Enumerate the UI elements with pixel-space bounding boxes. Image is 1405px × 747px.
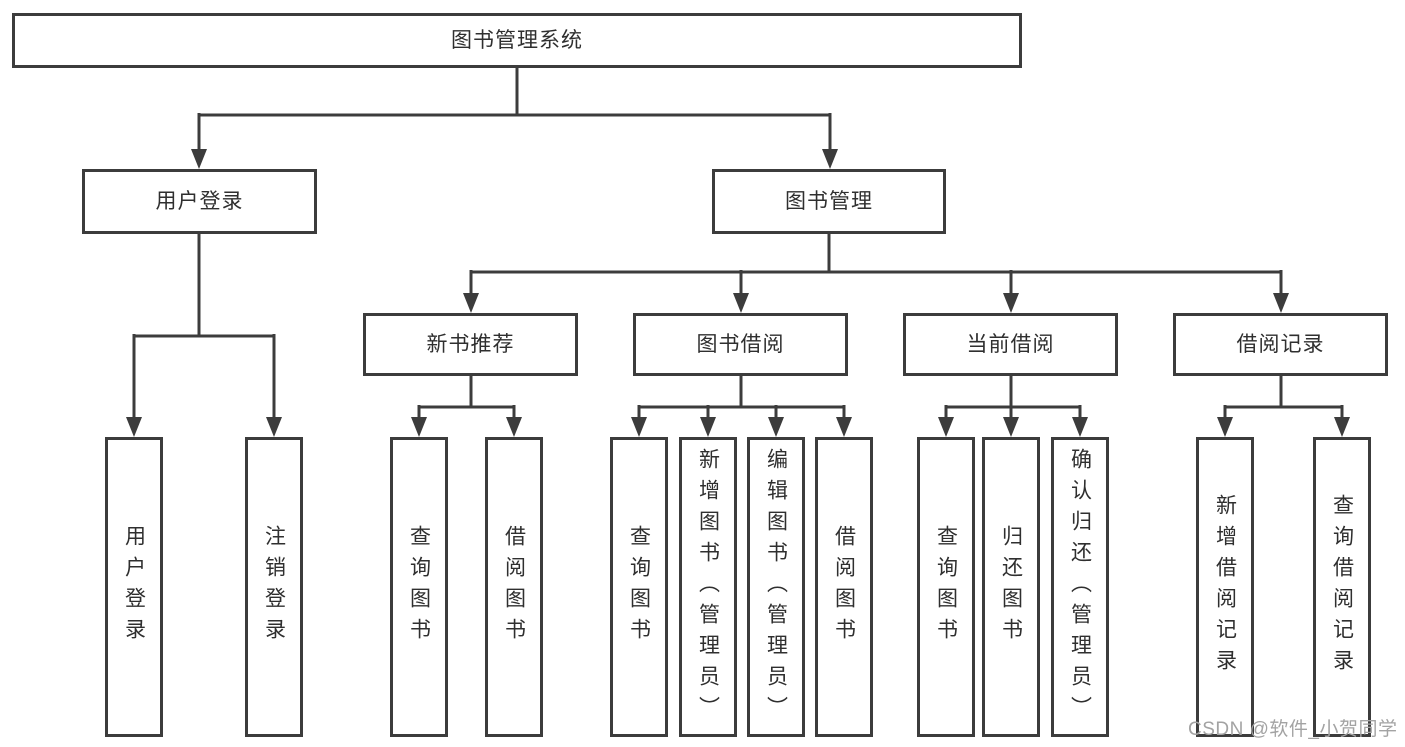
node-label: 查询图书 [407, 525, 431, 649]
node-label: 图书借阅 [696, 333, 785, 356]
node-label: 注销登录 [262, 525, 286, 649]
leaf-query-books-current: 查询图书 [917, 437, 975, 737]
node-label: 新增图书（管理员） [696, 447, 720, 727]
node-borrowing-records: 借阅记录 [1173, 313, 1388, 376]
leaf-edit-book-admin: 编辑图书（管理员） [747, 437, 805, 737]
node-label: 借阅记录 [1236, 333, 1325, 356]
node-library-management-system: 图书管理系统 [12, 13, 1022, 68]
node-label: 用户登录 [155, 190, 244, 213]
node-book-management: 图书管理 [712, 169, 946, 234]
node-label: 借阅图书 [832, 525, 856, 649]
leaf-logout: 注销登录 [245, 437, 303, 737]
leaf-borrow-books-recommend: 借阅图书 [485, 437, 543, 737]
node-label: 新书推荐 [426, 333, 515, 356]
node-new-book-recommend: 新书推荐 [363, 313, 578, 376]
node-label: 查询图书 [934, 525, 958, 649]
node-user-login: 用户登录 [82, 169, 317, 234]
node-label: 归还图书 [999, 525, 1023, 649]
leaf-borrow-books: 借阅图书 [815, 437, 873, 737]
node-label: 图书管理系统 [451, 29, 583, 52]
node-label: 新增借阅记录 [1213, 494, 1237, 680]
leaf-query-books-borrowing: 查询图书 [610, 437, 668, 737]
node-label: 图书管理 [785, 190, 873, 213]
leaf-query-borrow-record: 查询借阅记录 [1313, 437, 1371, 737]
leaf-confirm-return-admin: 确认归还（管理员） [1051, 437, 1109, 737]
node-label: 用户登录 [122, 525, 146, 649]
leaf-user-login: 用户登录 [105, 437, 163, 737]
node-label: 查询借阅记录 [1330, 494, 1354, 680]
node-current-borrowing: 当前借阅 [903, 313, 1118, 376]
node-book-borrowing: 图书借阅 [633, 313, 848, 376]
leaf-add-book-admin: 新增图书（管理员） [679, 437, 737, 737]
node-label: 借阅图书 [502, 525, 526, 649]
node-label: 编辑图书（管理员） [764, 447, 788, 727]
node-label: 确认归还（管理员） [1068, 447, 1092, 727]
csdn-watermark: CSDN @软件_小贺同学 [1188, 719, 1398, 740]
leaf-return-books: 归还图书 [982, 437, 1040, 737]
leaf-query-books-recommend: 查询图书 [390, 437, 448, 737]
node-label: 查询图书 [627, 525, 651, 649]
node-label: 当前借阅 [966, 333, 1055, 356]
leaf-add-borrow-record: 新增借阅记录 [1196, 437, 1254, 737]
